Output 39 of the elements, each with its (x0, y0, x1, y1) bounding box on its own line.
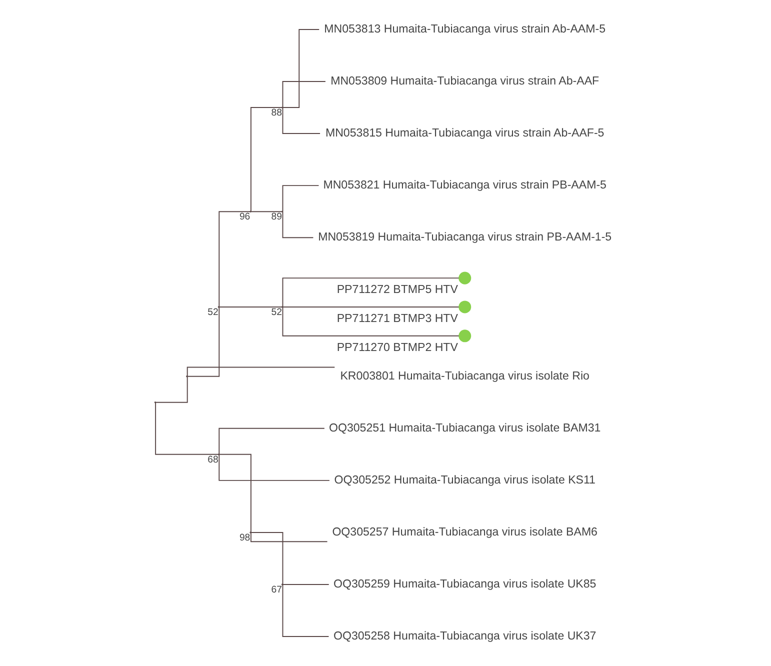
node-text: KR003801 Humaita-Tubiacanga virus isolate Rio (340, 370, 590, 382)
connector (186, 366, 336, 377)
connector (282, 584, 330, 585)
node-text: MN053813 Humaita-Tubiacanga virus strain Ab-AAM-5 (324, 23, 606, 36)
node-text: OQ305251 Humaita-Tubiacanga virus isolate BAM31 (329, 422, 601, 434)
node-point (186, 376, 188, 378)
node-point (281, 584, 284, 586)
node-point (281, 306, 284, 308)
node-label: PP711272 BTMP5 HTV (336, 284, 458, 296)
node-text: OQ305258 Humaita-Tubiacanga virus isolate UK37 (333, 630, 596, 643)
node-point (281, 106, 284, 108)
node-text: MN053821 Humaita-Tubiacanga virus strain PB-AAM-5 (323, 180, 606, 192)
node-text: OQ305257 Humaita-Tubiacanga virus isolate BAM6 (332, 526, 598, 538)
node-point (250, 210, 252, 212)
node-label: PP711270 BTMP2 HTV (336, 342, 458, 354)
node-label: 88 (271, 108, 282, 119)
node-label: PP711271 BTMP3 HTV (336, 313, 458, 326)
node-circle (458, 272, 472, 284)
node-point (250, 532, 252, 534)
node-point (281, 210, 284, 212)
node-label: 67 (271, 584, 282, 596)
node-label: 52 (271, 307, 282, 318)
node-circle (458, 300, 472, 314)
node-label: 89 (271, 212, 282, 223)
node-point (154, 402, 156, 404)
connector (282, 584, 330, 638)
node-label: 52 (208, 307, 218, 318)
node-text: OQ305259 Humaita-Tubiacanga virus isolate UK85 (333, 578, 596, 590)
node-point (218, 306, 220, 308)
node-circle (458, 330, 472, 342)
node-label: 68 (208, 454, 218, 466)
node-text: MN053819 Humaita-Tubiacanga virus strain PB-AAM-1-5 (318, 232, 612, 244)
node-text: MN053809 Humaita-Tubiacanga virus strain Ab-AAF (330, 75, 600, 88)
node-point (218, 454, 220, 456)
node-label: 98 (239, 532, 250, 544)
connector (155, 376, 188, 403)
node-text: MN053815 Humaita-Tubiacanga virus strain Ab-AAF-5 (325, 128, 604, 140)
node-text: OQ305252 Humaita-Tubiacanga virus isolate KS11 (334, 474, 596, 486)
node-label: 96 (239, 212, 250, 223)
